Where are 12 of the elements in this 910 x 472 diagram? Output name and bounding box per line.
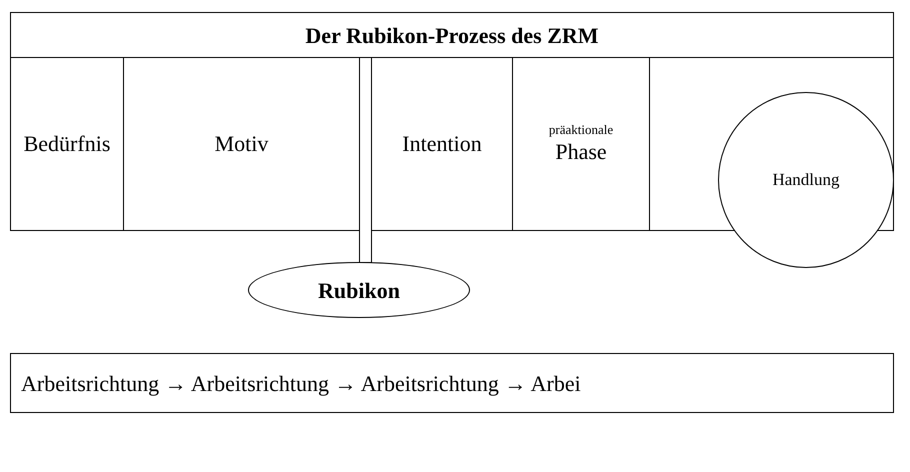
title-text: Der Rubikon-Prozess des ZRM: [305, 22, 599, 50]
node-label: Handlung: [772, 169, 840, 192]
title-box: [10, 12, 894, 58]
text-box: [10, 353, 894, 413]
cell-label: Phase: [555, 138, 607, 166]
node-label: Rubikon: [318, 276, 400, 304]
cell-label: Intention: [402, 130, 482, 158]
cell-label: präaktionale: [548, 122, 614, 138]
box-text: Arbeitsrichtung → Arbeitsrichtung → Arbeitsrichtung → Arbei: [21, 370, 581, 398]
process-cell: [10, 57, 124, 231]
cell-label: Bedürfnis: [24, 130, 110, 158]
cell-label: Motiv: [214, 130, 268, 158]
